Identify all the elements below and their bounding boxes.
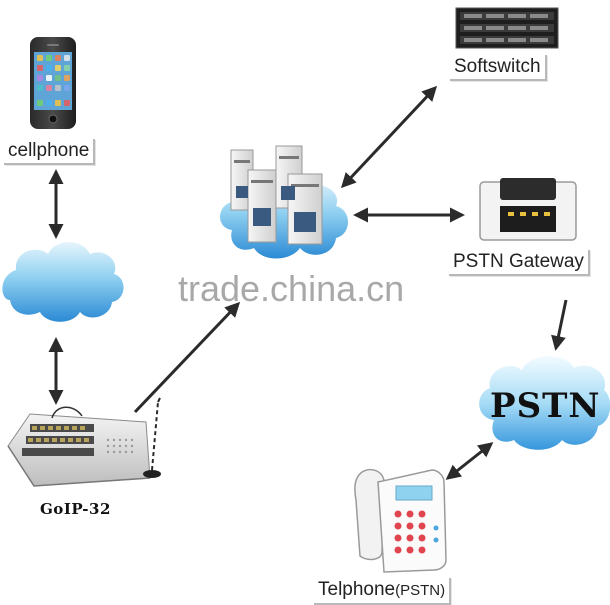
server-rack-icon bbox=[455, 7, 559, 49]
cellphone-icon bbox=[30, 37, 76, 129]
softswitch-label: Softswitch bbox=[450, 55, 547, 81]
servers-cloud bbox=[220, 145, 348, 259]
telephone-label: Telphone(PSTN) bbox=[314, 578, 452, 605]
pstn-gateway-icon bbox=[479, 178, 577, 241]
connection-arrows bbox=[48, 85, 568, 480]
arrow-gateway-pstn bbox=[551, 299, 568, 351]
arrow-goip-servers bbox=[133, 301, 241, 414]
watermark: trade.china.cn bbox=[178, 268, 405, 309]
telephone-label-main: Telphone bbox=[318, 579, 396, 600]
pstn-cloud bbox=[479, 356, 610, 450]
arrow-servers-softswitch bbox=[340, 85, 438, 189]
antenna-icon bbox=[143, 397, 161, 478]
cloud-icon bbox=[2, 242, 124, 322]
pstn-gateway-label: PSTN Gateway bbox=[449, 250, 590, 276]
cellphone-label: cellphone bbox=[4, 139, 96, 165]
goip-device-icon bbox=[7, 406, 151, 487]
telephone-label-paren: (PSTN) bbox=[395, 582, 446, 599]
goip-label: GoIP-32 bbox=[40, 500, 111, 518]
pstn-label: PSTN bbox=[490, 386, 601, 426]
servers-icon bbox=[230, 145, 323, 245]
telephone-icon bbox=[354, 468, 447, 573]
arrow-pstn-telephone bbox=[445, 442, 494, 480]
